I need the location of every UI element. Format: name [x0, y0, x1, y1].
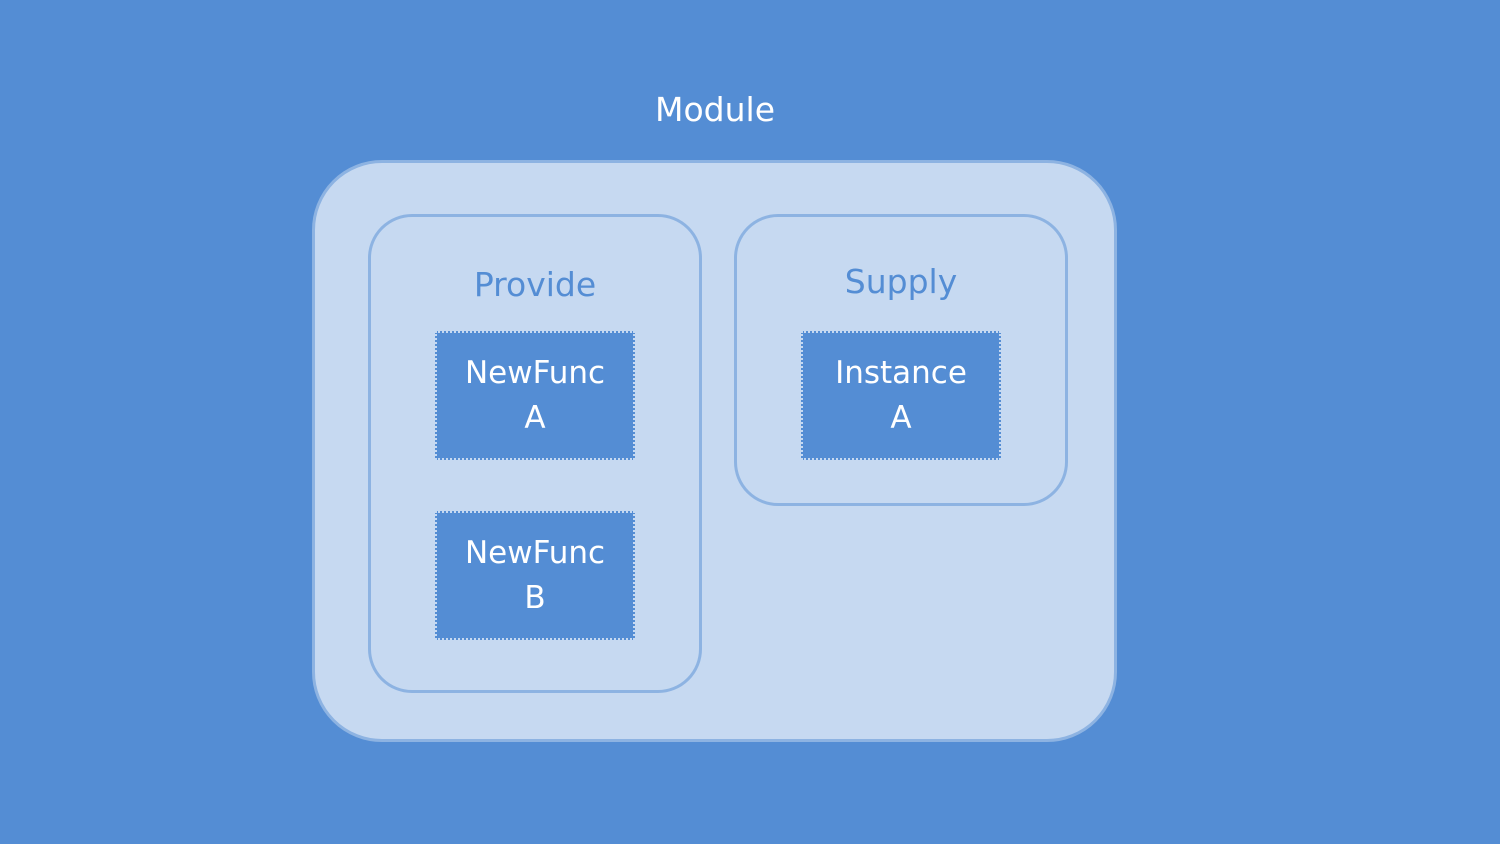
supply-group-title: Supply	[844, 262, 958, 301]
provide-group-title: Provide	[473, 265, 597, 304]
instance-a-suffix: A	[890, 399, 912, 436]
newfunc-b-label: NewFunc	[464, 534, 606, 571]
newfunc-b-suffix: B	[524, 579, 546, 616]
module-title: Module	[655, 90, 775, 129]
newfunc-a-box: NewFunc A	[435, 331, 635, 460]
instance-a-box: Instance A	[801, 331, 1001, 460]
instance-a-label: Instance	[835, 354, 967, 391]
newfunc-a-label: NewFunc	[464, 354, 606, 391]
newfunc-a-suffix: A	[524, 399, 546, 436]
newfunc-b-box: NewFunc B	[435, 511, 635, 640]
